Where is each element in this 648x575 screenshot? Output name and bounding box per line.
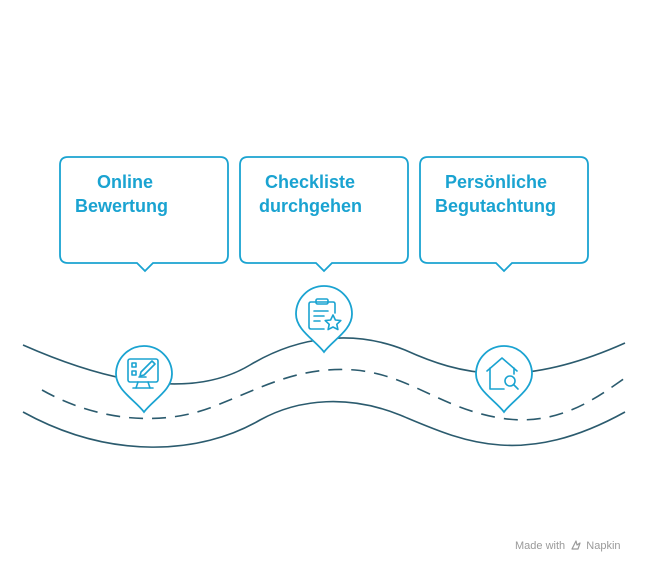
step-2-line1: Checkliste (265, 172, 356, 192)
map-pin-3 (475, 345, 533, 414)
monitor-checklist-pencil-icon (127, 358, 159, 389)
footer-attribution: Made with Napkin (515, 540, 621, 552)
road-center-dashes (41, 368, 626, 421)
napkin-brand-text: Napkin (586, 540, 621, 552)
step-1-line2: Bewertung (75, 196, 169, 216)
step-3-label: Persönliche Begutachtung (435, 170, 556, 218)
callout-box-1 (59, 156, 229, 273)
clipboard-star-icon (308, 298, 342, 331)
map-pin-2 (295, 285, 353, 354)
house-magnifier-icon (486, 357, 519, 390)
made-with-text: Made with (515, 540, 566, 552)
step-3-line2: Begutachtung (435, 196, 556, 216)
napkin-logo-icon (571, 540, 581, 552)
callout-box-3 (419, 156, 589, 273)
step-1-line1: Online (97, 172, 154, 192)
step-3-line1: Persönliche (445, 172, 548, 192)
callout-box-2 (239, 156, 409, 273)
step-1-label: Online Bewertung (75, 170, 168, 218)
step-2-line2: durchgehen (259, 196, 363, 216)
step-2-label: Checkliste durchgehen (259, 170, 362, 218)
road-bottom-edge (22, 400, 626, 448)
map-pin-1 (115, 345, 173, 414)
